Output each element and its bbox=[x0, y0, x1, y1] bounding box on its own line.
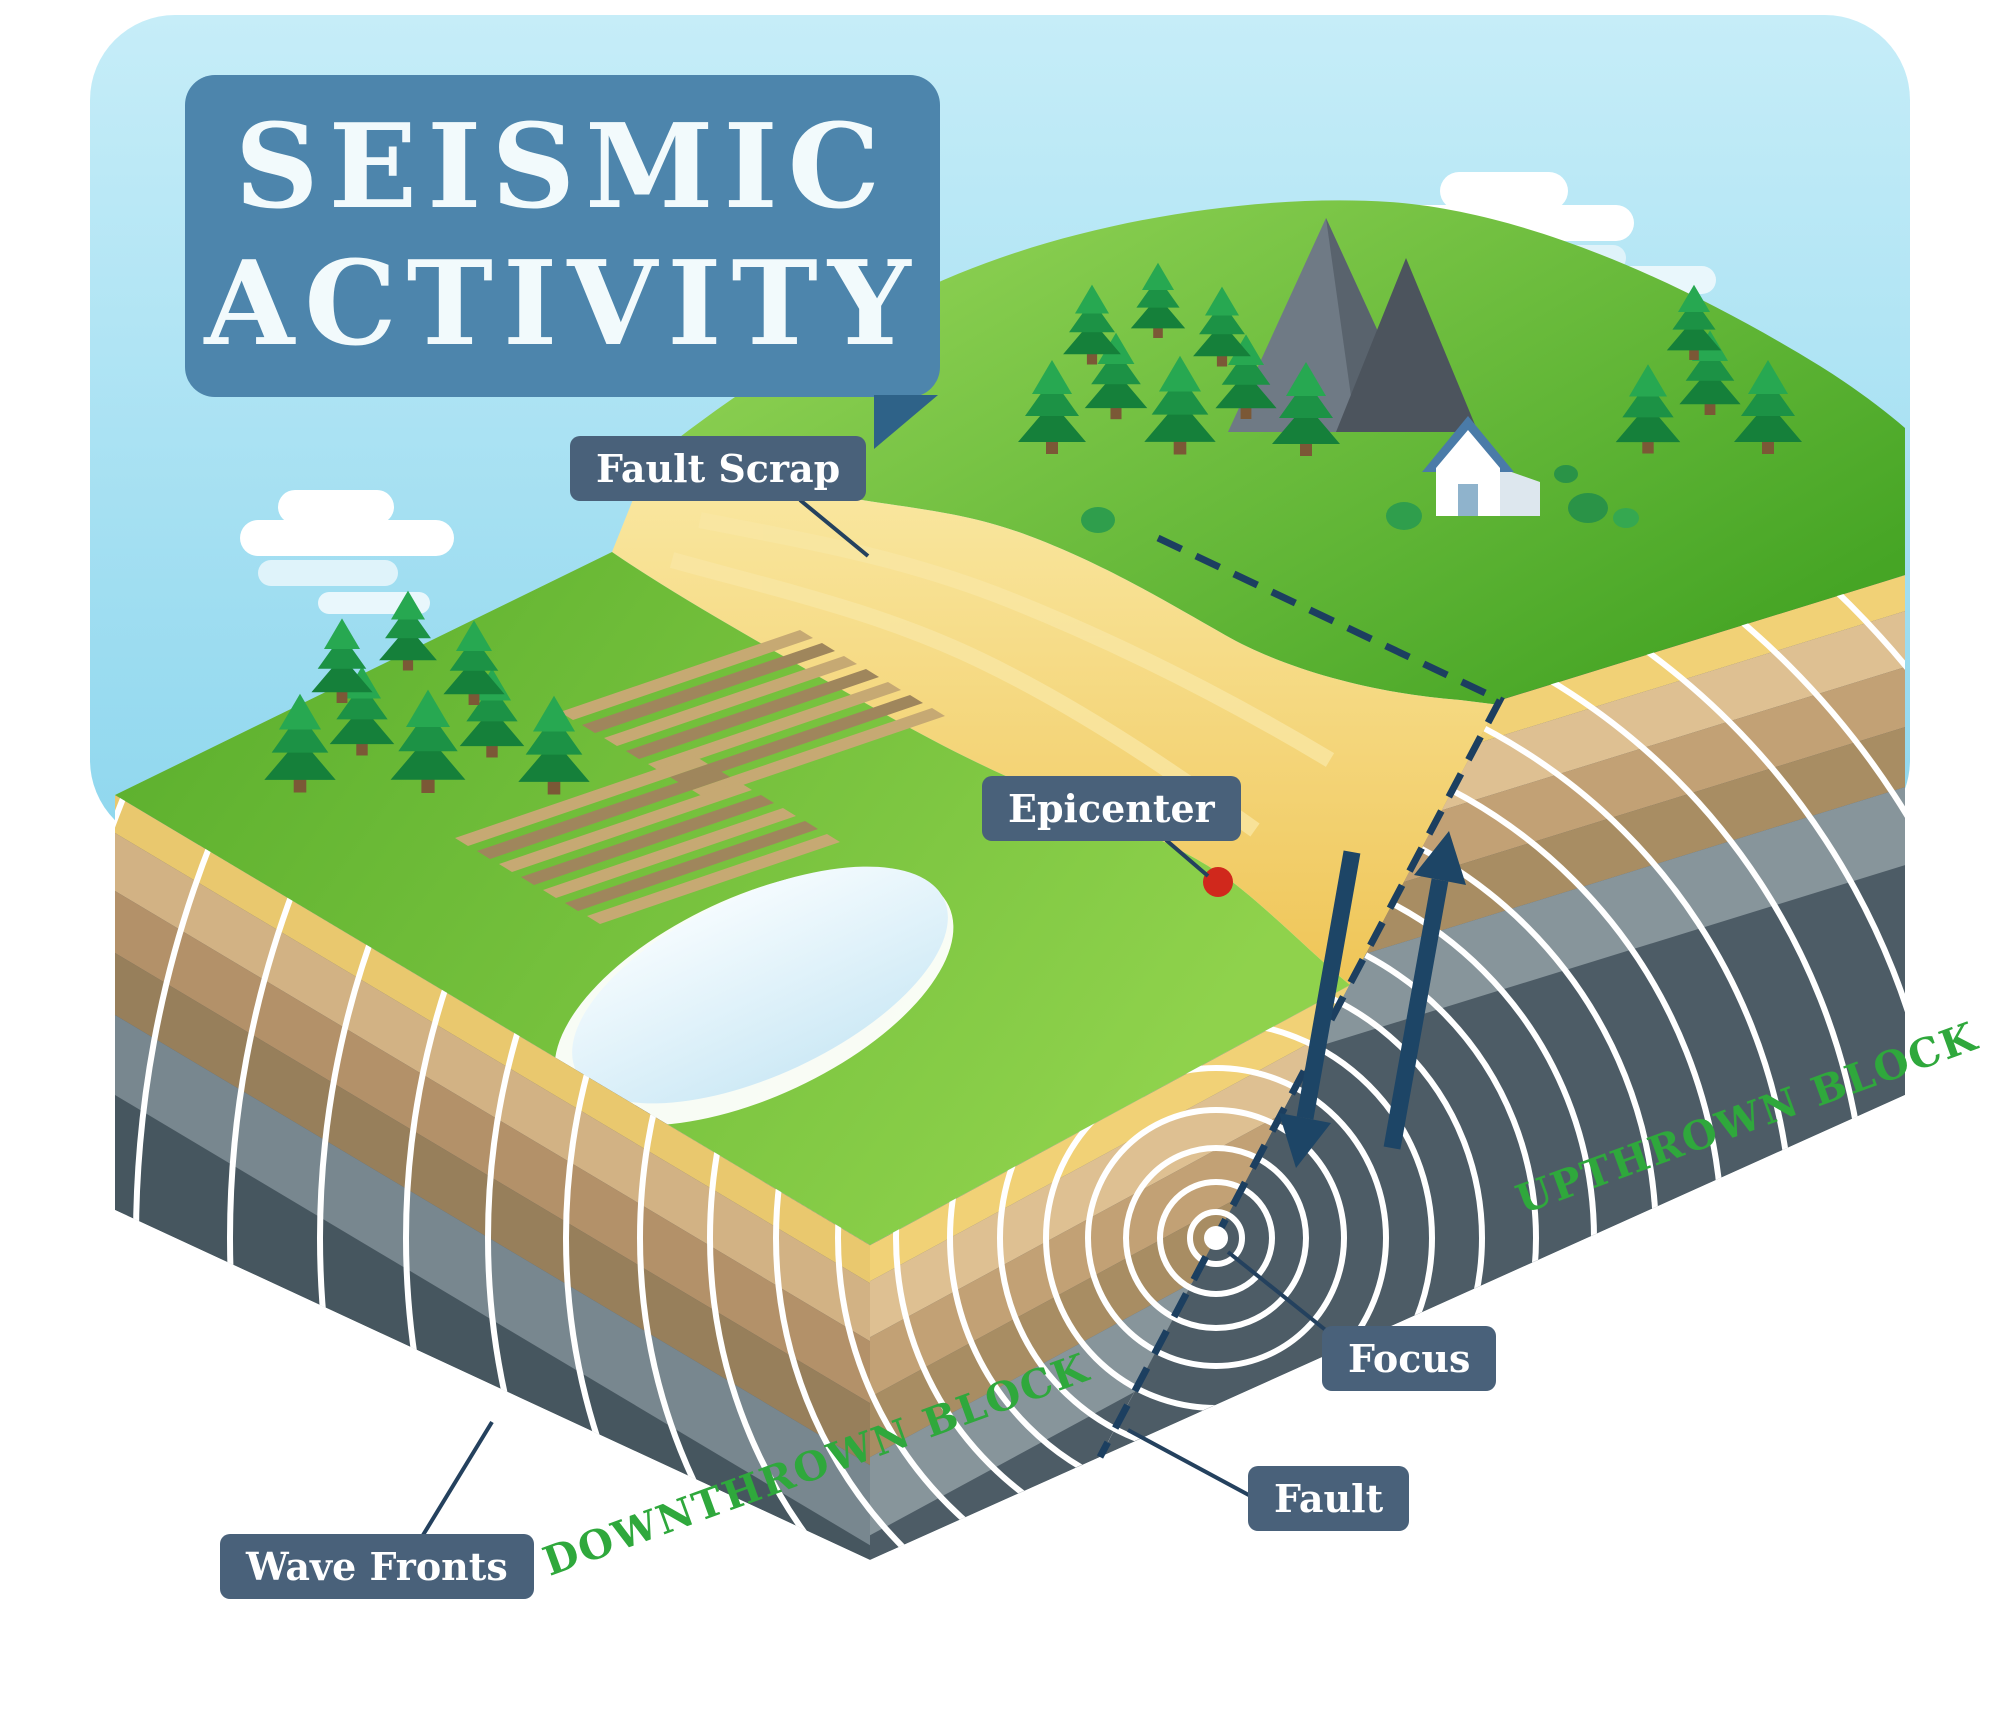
label-epicenter: Epicenter bbox=[982, 776, 1241, 841]
epicenter-leader bbox=[1164, 838, 1210, 878]
focus-leader bbox=[1226, 1250, 1340, 1342]
bushes bbox=[1081, 465, 1639, 533]
epicenter-point bbox=[1203, 867, 1233, 897]
title-line-2: ACTIVITY bbox=[204, 236, 921, 372]
fault-leader bbox=[1127, 1428, 1259, 1502]
lake bbox=[554, 866, 954, 1126]
title-card: SEISMIC ACTIVITY bbox=[185, 75, 940, 449]
farm-field-2 bbox=[455, 756, 840, 924]
farm-field-1 bbox=[560, 630, 945, 798]
label-focus: Focus bbox=[1322, 1326, 1497, 1391]
mountains bbox=[1228, 218, 1478, 432]
fault-scrap-leader bbox=[798, 498, 870, 558]
title-line-1: SEISMIC bbox=[234, 99, 891, 236]
leader-lines bbox=[418, 498, 1340, 1542]
upthrown-surface bbox=[648, 200, 1905, 705]
wave-fronts-leader bbox=[418, 1420, 494, 1542]
house bbox=[1422, 416, 1540, 516]
focus-point bbox=[1204, 1226, 1228, 1250]
label-wave-fronts: Wave Fronts bbox=[220, 1534, 534, 1599]
farm-fields bbox=[455, 630, 945, 924]
cloud-left bbox=[240, 490, 454, 614]
title-card-fold-corner bbox=[874, 395, 938, 449]
label-fault: Fault bbox=[1248, 1466, 1410, 1531]
fault-line bbox=[1096, 534, 1505, 1459]
label-fault-scrap: Fault Scrap bbox=[570, 436, 867, 501]
fault-scarp-face bbox=[612, 456, 1500, 985]
fault-slip-arrows bbox=[1279, 831, 1466, 1168]
